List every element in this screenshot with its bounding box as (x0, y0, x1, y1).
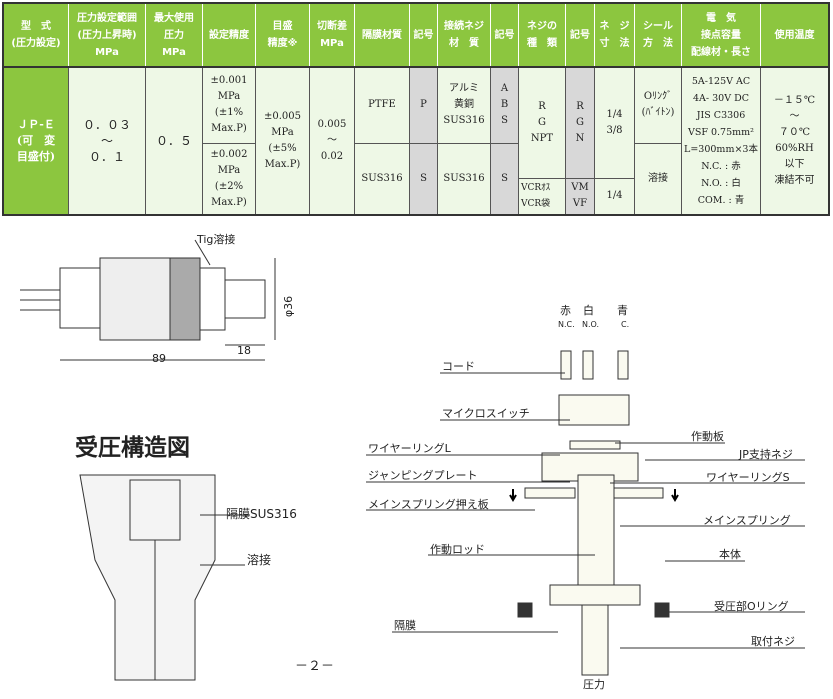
diaphragm-label: 隔膜SUS316 (226, 507, 297, 521)
col-header: 型 式 (圧力設定) (2, 2, 69, 68)
outline-drawing (20, 239, 276, 361)
table-row: ±0.002 MPa (±2% Max.P) SUS316 S SUS316 S… (3, 142, 829, 216)
wire-color-white: 白 (583, 304, 594, 317)
electrical-cell: 5A-125V AC 4A- 30V DC JIS C3306 VSF 0.75… (681, 66, 761, 216)
label-wire-ring-s: ワイヤーリングS (706, 471, 790, 484)
seal-cell: 溶接 (634, 142, 682, 216)
table-row: ＪＰ-Ｅ (可 変 目盛付) ０．０３ ～ ０．１ ０．５ ±0.001 MPa… (2, 66, 830, 216)
wire-color-red: 赤 (560, 304, 571, 317)
section-title: 受圧構造図 (75, 435, 190, 461)
dim-length: 89 (152, 352, 166, 365)
label-spring-plate: メインスプリング押え板 (368, 498, 489, 511)
conn-material-cell: SUS316 (437, 142, 491, 216)
col-header: 目盛 精度※ (255, 2, 310, 68)
temperature-cell: －１５℃ ～ ７０℃ 60%RH 以下 凍結不可 (760, 66, 830, 216)
thread-code-cell: VM VF (565, 177, 595, 216)
weld-label: 溶接 (247, 553, 272, 567)
conn-material-cell: アルミ 黄銅 SUS316 (437, 66, 491, 144)
thread-size-cell: 1/4 (594, 177, 635, 216)
label-body: 本体 (719, 548, 741, 561)
label-jp-screw: JP支持ネジ (739, 448, 793, 461)
wire-color-blue: 青 (617, 304, 628, 317)
col-header: 電 気 接点容量 配線材・長さ (681, 2, 761, 68)
label-mount-screw: 取付ネジ (751, 635, 795, 648)
scale-accuracy-cell: ±0.005 MPa (±5% Max.P) (255, 66, 310, 216)
label-microswitch: マイクロスイッチ (442, 407, 530, 420)
wire-code: N.O. (582, 320, 600, 329)
tig-weld-label: Tig溶接 (197, 233, 236, 246)
col-header: 切断差 MPa (309, 2, 355, 68)
label-diaphragm: 隔膜 (394, 619, 416, 632)
thread-size-cell: 1/4 3/8 (594, 66, 635, 179)
wire-code: C. (621, 320, 630, 329)
table-row: VCRｵｽ VCR袋 VM VF 1/4 (3, 177, 829, 216)
col-header: 接続ネジ 材 質 (437, 2, 491, 68)
diaphragm-code-cell: S (409, 142, 438, 216)
label-actuating-plate: 作動板 (691, 430, 724, 443)
leader-lines (366, 372, 805, 649)
label-pressure: 圧力 (583, 678, 605, 691)
thread-type-cell: VCRｵｽ VCR袋 (518, 177, 566, 216)
model-cell: ＪＰ-Ｅ (可 変 目盛付) (2, 66, 69, 216)
col-header: シール 方 法 (634, 2, 682, 68)
accuracy-cell: ±0.001 MPa (±1% Max.P) (202, 66, 256, 144)
col-header: 記号 (490, 2, 519, 68)
diaphragm-cell: PTFE (354, 66, 410, 144)
label-wire-ring-l: ワイヤーリングL (368, 442, 451, 455)
dim-diameter: φ36 (282, 295, 296, 318)
page-number: －２－ (295, 659, 335, 674)
col-header: 使用温度 (760, 2, 830, 68)
label-main-spring: メインスプリング (703, 514, 791, 527)
col-header: 圧力設定範囲 (圧力上昇時) MPa (68, 2, 146, 68)
range-cell: ０．０３ ～ ０．１ (68, 66, 146, 216)
col-header: 隔膜材質 (354, 2, 410, 68)
col-header: 記号 (565, 2, 595, 68)
col-header: 設定精度 (202, 2, 256, 68)
label-rod: 作動ロッド (430, 543, 485, 556)
dim-thread: 18 (237, 344, 251, 357)
col-header: 記号 (409, 2, 438, 68)
accuracy-cell: ±0.002 MPa (±2% Max.P) (202, 142, 256, 216)
col-header: ネジの 種 類 (518, 2, 566, 68)
structure-drawing (509, 350, 679, 676)
diaphragm-cell: SUS316 (354, 142, 410, 216)
spec-table: 型 式 (圧力設定) 圧力設定範囲 (圧力上昇時) MPa 最大使用 圧力 MP… (2, 2, 830, 216)
label-cord: コード (442, 360, 475, 373)
conn-code-cell: A B S (490, 66, 519, 144)
col-header: ネ ジ 寸 法 (594, 2, 635, 68)
differential-cell: 0.005 ～ 0.02 (309, 66, 355, 216)
diaphragm-code-cell: P (409, 66, 438, 144)
label-jumping-plate: ジャンピングプレート (368, 469, 478, 482)
seal-cell: Oﾘﾝｸﾞ (ﾊﾞｲﾄﾝ) (634, 66, 682, 144)
max-pressure-cell: ０．５ (145, 66, 203, 216)
col-header: 最大使用 圧力 MPa (145, 2, 203, 68)
table-header-row: 型 式 (圧力設定) 圧力設定範囲 (圧力上昇時) MPa 最大使用 圧力 MP… (2, 2, 830, 68)
section-drawing (79, 474, 250, 681)
label-oring: 受圧部Oリング (714, 600, 789, 613)
wire-code: N.C. (558, 320, 575, 329)
